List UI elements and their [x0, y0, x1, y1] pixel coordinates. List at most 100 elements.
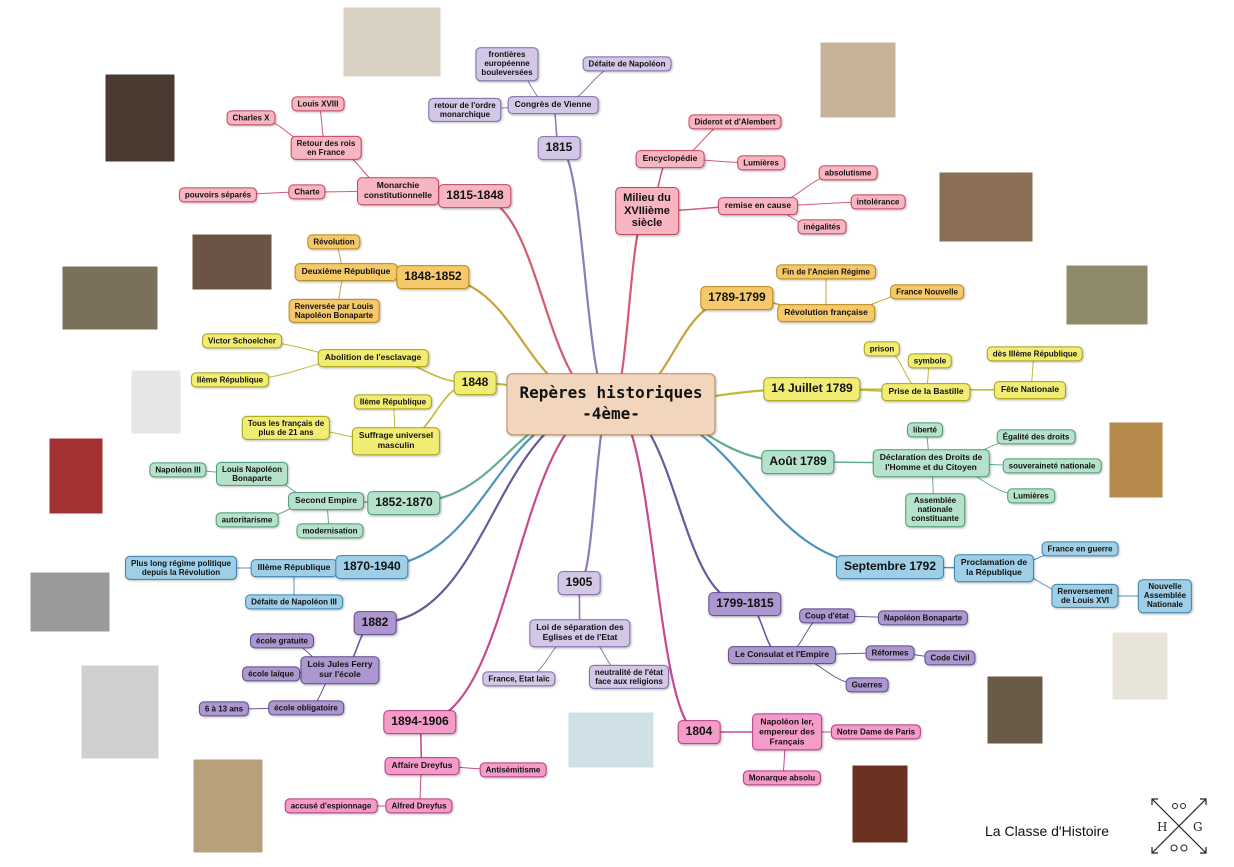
detail-node[interactable]: France Nouvelle	[890, 284, 964, 300]
node-text-line: souveraineté nationale	[1008, 461, 1096, 471]
detail-node[interactable]: Charte	[288, 184, 326, 200]
detail-node[interactable]: école gratuite	[249, 633, 315, 649]
detail-node[interactable]: IIème République	[353, 394, 433, 410]
date-node[interactable]: Septembre 1792	[835, 555, 945, 579]
detail-node[interactable]: France, Etat laïc	[482, 671, 556, 687]
detail-node[interactable]: Charles X	[226, 110, 276, 126]
topic-node[interactable]: Affaire Dreyfus	[384, 757, 460, 775]
detail-node[interactable]: Fin de l'Ancien Régime	[776, 264, 876, 280]
topic-node[interactable]: Prise de la Bastille	[881, 383, 971, 401]
detail-node[interactable]: Alfred Dreyfus	[385, 798, 453, 814]
detail-node[interactable]: IIème République	[190, 372, 270, 388]
detail-node[interactable]: pouvoirs séparés	[178, 187, 258, 203]
detail-node[interactable]: Défaite de Napoléon	[582, 56, 672, 72]
detail-node[interactable]: Guerres	[845, 677, 889, 693]
topic-node[interactable]: Fête Nationale	[993, 381, 1067, 399]
node-text-line: autoritarisme	[221, 515, 273, 525]
detail-node[interactable]: Diderot et d'Alembert	[688, 114, 782, 130]
node-text-line: 6 à 13 ans	[204, 704, 244, 714]
date-node[interactable]: 14 Juillet 1789	[763, 377, 861, 401]
topic-node[interactable]: remise en cause	[717, 197, 799, 215]
topic-node[interactable]: Deuxième République	[294, 263, 398, 281]
detail-node[interactable]: dès IIIème République	[986, 346, 1084, 362]
date-node[interactable]: 1852-1870	[367, 491, 441, 515]
date-node[interactable]: Août 1789	[761, 450, 835, 474]
detail-node[interactable]: Code Civil	[924, 650, 976, 666]
detail-node[interactable]: Antisémitisme	[479, 762, 547, 778]
historical-illustration	[128, 367, 184, 437]
node-text-line: intolérance	[856, 197, 900, 207]
detail-node[interactable]: souveraineté nationale	[1002, 458, 1102, 474]
detail-node[interactable]: école obligatoire	[268, 700, 344, 716]
detail-node[interactable]: Coup d'état	[799, 608, 855, 624]
detail-node[interactable]: France en guerre	[1041, 541, 1119, 557]
detail-node[interactable]: Défaite de Napoléon III	[245, 594, 343, 610]
detail-node[interactable]: modernisation	[296, 523, 364, 539]
date-node[interactable]: 1870-1940	[335, 555, 409, 579]
topic-node[interactable]: IIIème République	[250, 559, 338, 577]
node-text-line: Fin de l'Ancien Régime	[782, 267, 870, 277]
detail-node[interactable]: école laïque	[242, 666, 300, 682]
date-node[interactable]: 1882	[353, 611, 397, 635]
detail-node[interactable]: liberté	[906, 422, 944, 438]
detail-node[interactable]: Lumières	[1007, 488, 1055, 504]
detail-node[interactable]: Lumières	[737, 155, 785, 171]
detail-node[interactable]: Réformes	[865, 645, 915, 661]
detail-node[interactable]: autoritarisme	[215, 512, 279, 528]
date-node[interactable]: 1848-1852	[396, 265, 470, 289]
detail-node[interactable]: Napoléon III	[149, 462, 207, 478]
date-node[interactable]: 1905	[557, 571, 601, 595]
central-topic[interactable]: Repères historiques -4ème-	[506, 373, 716, 435]
detail-node[interactable]: accusé d'espionnage	[284, 798, 378, 814]
date-node[interactable]: 1848	[453, 371, 497, 395]
detail-node[interactable]: intolérance	[850, 194, 906, 210]
node-text-line: France Nouvelle	[896, 287, 958, 297]
detail-node[interactable]: Révolution	[307, 234, 361, 250]
detail-node[interactable]: Napoléon Bonaparte	[877, 610, 969, 626]
date-node[interactable]: 1789-1799	[700, 286, 774, 310]
detail-node[interactable]: Louis XVIII	[291, 96, 345, 112]
detail-node[interactable]: Monarque absolu	[742, 770, 822, 786]
detail-node[interactable]: Notre Dame de Paris	[830, 724, 922, 740]
topic-node[interactable]: Révolution française	[777, 304, 875, 322]
topic-node[interactable]: Second Empire	[288, 492, 364, 510]
date-node[interactable]: 1894-1906	[383, 710, 457, 734]
detail-node[interactable]: inégalités	[797, 219, 847, 235]
date-node[interactable]: 1815	[537, 136, 581, 160]
detail-node[interactable]: absolutisme	[818, 165, 878, 181]
topic-node[interactable]: Le Consulat et l'Empire	[727, 646, 837, 664]
topic-node[interactable]: Abolition de l'esclavage	[317, 349, 429, 367]
node-text-line: Assemblée	[1143, 591, 1187, 601]
node-text-line: Diderot et d'Alembert	[694, 117, 776, 127]
detail-node[interactable]: Victor Schoelcher	[202, 333, 282, 349]
topic-node[interactable]: Congrès de Vienne	[507, 96, 599, 114]
detail-node[interactable]: Égalité des droits	[996, 429, 1076, 445]
detail-node[interactable]: 6 à 13 ans	[198, 701, 250, 717]
node-text-line: Défaite de Napoléon III	[251, 597, 337, 607]
topic-node[interactable]: Encyclopédie	[635, 150, 705, 168]
detail-node[interactable]: prison	[863, 341, 901, 357]
date-node[interactable]: 1804	[677, 720, 721, 744]
date-node[interactable]: 1799-1815	[708, 592, 782, 616]
detail-node[interactable]: symbole	[907, 353, 953, 369]
date-node[interactable]: 1815-1848	[438, 184, 512, 208]
